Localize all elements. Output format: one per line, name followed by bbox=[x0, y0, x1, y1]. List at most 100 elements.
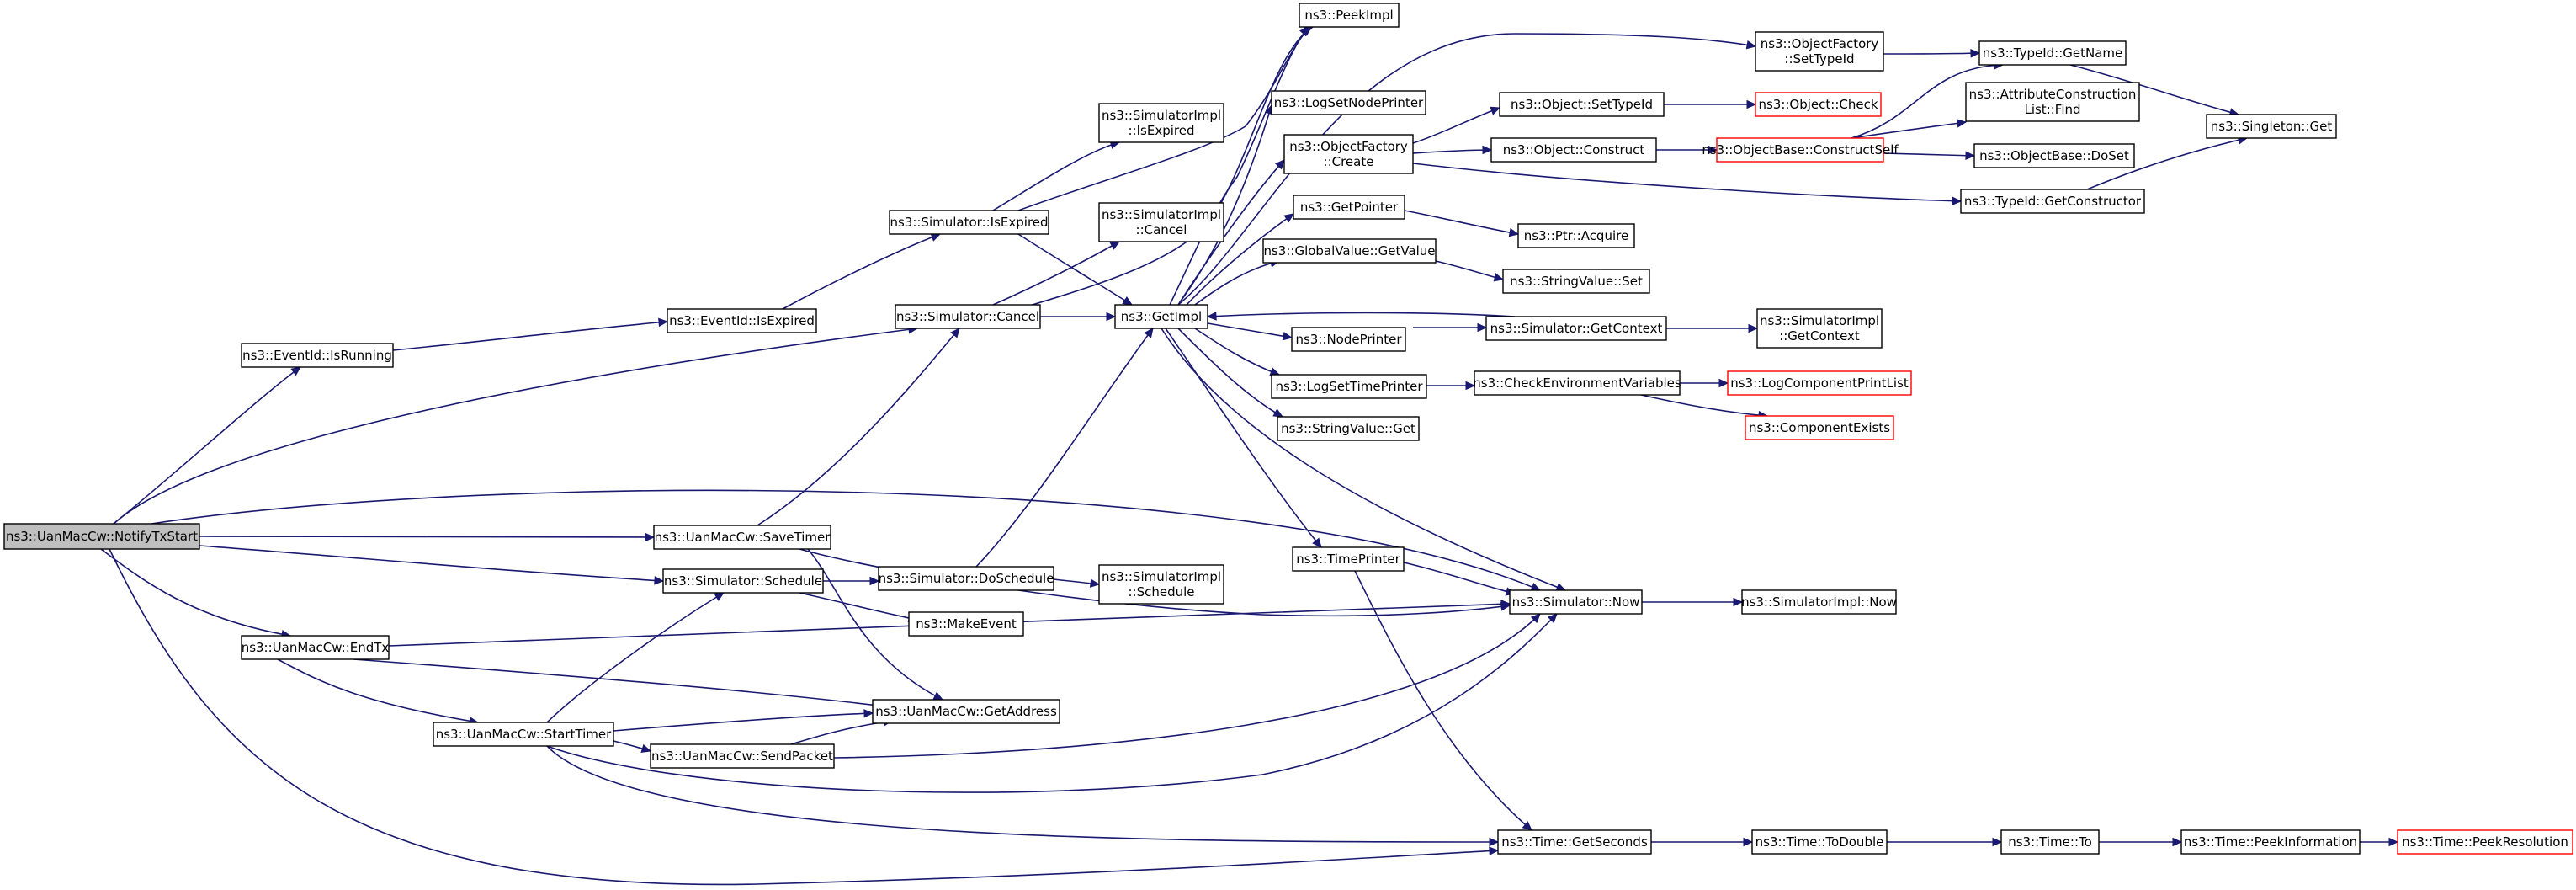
node-notifyTxStart[interactable]: ns3::UanMacCw::NotifyTxStart bbox=[3, 523, 200, 550]
edge-arrowhead bbox=[1312, 537, 1322, 548]
node-objectBaseDoSet[interactable]: ns3::ObjectBase::DoSet bbox=[1973, 143, 2135, 168]
node-simNow[interactable]: ns3::Simulator::Now bbox=[1509, 589, 1643, 615]
node-box bbox=[1745, 415, 1894, 440]
edge-constructSelf-to-objectBaseDoSet bbox=[1883, 151, 1976, 160]
node-simImplCancel[interactable]: ns3::SimulatorImpl::Cancel bbox=[1098, 202, 1224, 242]
node-getAddress[interactable]: ns3::UanMacCw::GetAddress bbox=[872, 699, 1060, 724]
node-box bbox=[1098, 103, 1224, 143]
node-box bbox=[241, 343, 394, 368]
edge-arrowhead bbox=[1522, 821, 1532, 831]
node-isRunning[interactable]: ns3::EventId::IsRunning bbox=[241, 343, 394, 368]
node-box bbox=[667, 308, 817, 333]
node-objCheck[interactable]: ns3::Object::Check bbox=[1755, 92, 1882, 117]
edge-getImpl-to-stringValueGet bbox=[1177, 328, 1284, 418]
edge-line bbox=[807, 548, 943, 701]
node-box bbox=[1978, 40, 2127, 66]
node-box bbox=[908, 611, 1024, 637]
node-getPointer[interactable]: ns3::GetPointer bbox=[1293, 195, 1405, 220]
node-toDouble[interactable]: ns3::Time::ToDouble bbox=[1751, 829, 1888, 855]
node-doSchedule[interactable]: ns3::Simulator::DoSchedule bbox=[878, 566, 1054, 591]
node-startTimer[interactable]: ns3::UanMacCw::StartTimer bbox=[433, 722, 614, 747]
node-typeIdGetConstructor[interactable]: ns3::TypeId::GetConstructor bbox=[1960, 189, 2145, 214]
node-timePrinter[interactable]: ns3::TimePrinter bbox=[1292, 546, 1405, 572]
edge-line bbox=[1169, 26, 1309, 306]
edge-line bbox=[1177, 328, 1283, 418]
edge-objFactorySetTypeId-to-typeIdGetName bbox=[1883, 49, 1981, 58]
node-sendPacket[interactable]: ns3::UanMacCw::SendPacket bbox=[650, 743, 835, 769]
node-simImplSchedule[interactable]: ns3::SimulatorImpl::Schedule bbox=[1098, 564, 1224, 605]
node-componentExists[interactable]: ns3::ComponentExists bbox=[1745, 415, 1894, 440]
node-label: ns3::UanMacCw::SaveTimer bbox=[655, 530, 831, 545]
node-box bbox=[1727, 370, 1912, 396]
node-simImplIsExpired[interactable]: ns3::SimulatorImpl::IsExpired bbox=[1098, 103, 1224, 143]
edge-notifyTxStart-to-simSchedule bbox=[199, 545, 665, 585]
edge-doSchedule-to-getImpl bbox=[975, 328, 1154, 568]
edge-arrowhead bbox=[1952, 196, 1963, 205]
node-saveTimer[interactable]: ns3::UanMacCw::SaveTimer bbox=[653, 525, 831, 550]
node-box bbox=[1098, 564, 1224, 605]
node-simGetContext[interactable]: ns3::Simulator::GetContext bbox=[1485, 316, 1667, 341]
node-simSchedule[interactable]: ns3::Simulator::Schedule bbox=[662, 568, 824, 594]
node-objFactorySetTypeId[interactable]: ns3::ObjectFactory::SetTypeId bbox=[1755, 31, 1884, 72]
edge-saveTimer-to-simCancel bbox=[757, 328, 960, 526]
node-ptrAcquire[interactable]: ns3::Ptr::Acquire bbox=[1517, 223, 1635, 248]
node-box bbox=[889, 210, 1049, 235]
edge-arrowhead bbox=[1275, 159, 1285, 170]
node-box bbox=[653, 525, 831, 550]
node-singletonGet[interactable]: ns3::Singleton::Get bbox=[2206, 114, 2337, 139]
edge-line bbox=[757, 328, 960, 526]
edge-line bbox=[546, 745, 1499, 843]
node-objConstruct[interactable]: ns3::Object::Construct bbox=[1490, 137, 1657, 163]
node-logSetTimePrinter[interactable]: ns3::LogSetTimePrinter bbox=[1271, 374, 1427, 399]
edge-objSetTypeId-to-objCheck bbox=[1664, 99, 1757, 109]
node-makeEvent[interactable]: ns3::MakeEvent bbox=[908, 611, 1024, 637]
node-stringValueGet[interactable]: ns3::StringValue::Get bbox=[1277, 416, 1420, 441]
node-label: ns3::SimulatorImpl bbox=[1102, 207, 1221, 222]
node-label: ns3::GetImpl bbox=[1121, 309, 1202, 324]
edge-notifyTxStart-to-simNow bbox=[151, 489, 1542, 591]
node-getSeconds[interactable]: ns3::Time::GetSeconds bbox=[1497, 829, 1652, 855]
node-nodePrinter[interactable]: ns3::NodePrinter bbox=[1291, 327, 1406, 352]
edge-line bbox=[151, 489, 1541, 591]
node-simCancel[interactable]: ns3::Simulator::Cancel bbox=[895, 304, 1041, 329]
node-objSetTypeId[interactable]: ns3::Object::SetTypeId bbox=[1499, 92, 1665, 117]
node-timeTo[interactable]: ns3::Time::To bbox=[2000, 829, 2100, 855]
edge-line bbox=[782, 233, 941, 310]
edge-endTx-to-startTimer bbox=[277, 658, 480, 726]
node-label: ns3::Simulator::Schedule bbox=[664, 573, 822, 589]
node-peekImpl[interactable]: ns3::PeekImpl bbox=[1299, 3, 1400, 28]
edge-objConstruct-to-constructSelf bbox=[1656, 145, 1718, 155]
edge-arrowhead bbox=[1272, 408, 1284, 418]
node-objFactoryCreate[interactable]: ns3::ObjectFactory::Create bbox=[1283, 134, 1414, 174]
node-label: ns3::Time::PeekInformation bbox=[2184, 834, 2357, 850]
node-getImpl[interactable]: ns3::GetImpl bbox=[1114, 304, 1208, 329]
node-logSetNodePrinter[interactable]: ns3::LogSetNodePrinter bbox=[1271, 90, 1426, 115]
node-checkEnvVars[interactable]: ns3::CheckEnvironmentVariables bbox=[1473, 370, 1681, 396]
edge-arrowhead bbox=[1089, 578, 1101, 588]
node-endTx[interactable]: ns3::UanMacCw::EndTx bbox=[241, 635, 390, 660]
node-peekResolution[interactable]: ns3::Time::PeekResolution bbox=[2397, 829, 2573, 855]
node-label: ns3::MakeEvent bbox=[916, 616, 1017, 632]
edge-arrowhead bbox=[290, 366, 301, 376]
edge-arrowhead bbox=[645, 532, 656, 542]
node-label: ns3::Ptr::Acquire bbox=[1524, 228, 1628, 243]
edge-isRunning-to-eventIsExpired bbox=[392, 317, 669, 351]
edge-arrowhead bbox=[950, 328, 960, 338]
node-globalValueGetValue[interactable]: ns3::GlobalValue::GetValue bbox=[1262, 238, 1437, 264]
node-eventIsExpired[interactable]: ns3::EventId::IsExpired bbox=[667, 308, 817, 333]
edge-line bbox=[1177, 33, 1756, 306]
node-stringValueSet[interactable]: ns3::StringValue::Set bbox=[1502, 269, 1650, 294]
node-box bbox=[1965, 82, 2140, 122]
node-simIsExpired[interactable]: ns3::Simulator::IsExpired bbox=[889, 210, 1049, 235]
node-logComponentPrintList[interactable]: ns3::LogComponentPrintList bbox=[1727, 370, 1912, 396]
node-simImplNow[interactable]: ns3::SimulatorImpl::Now bbox=[1741, 589, 1897, 615]
node-typeIdGetName[interactable]: ns3::TypeId::GetName bbox=[1978, 40, 2127, 66]
node-peekInformation[interactable]: ns3::Time::PeekInformation bbox=[2180, 829, 2361, 855]
node-constructSelf[interactable]: ns3::ObjectBase::ConstructSelf bbox=[1702, 137, 1899, 163]
node-simImplGetContext[interactable]: ns3::SimulatorImpl::GetContext bbox=[1756, 308, 1883, 349]
node-box bbox=[1741, 589, 1897, 615]
node-label: ::GetContext bbox=[1779, 328, 1860, 344]
node-label: ::Schedule bbox=[1128, 584, 1194, 600]
edge-simIsExpired-to-getImpl bbox=[1017, 233, 1134, 306]
